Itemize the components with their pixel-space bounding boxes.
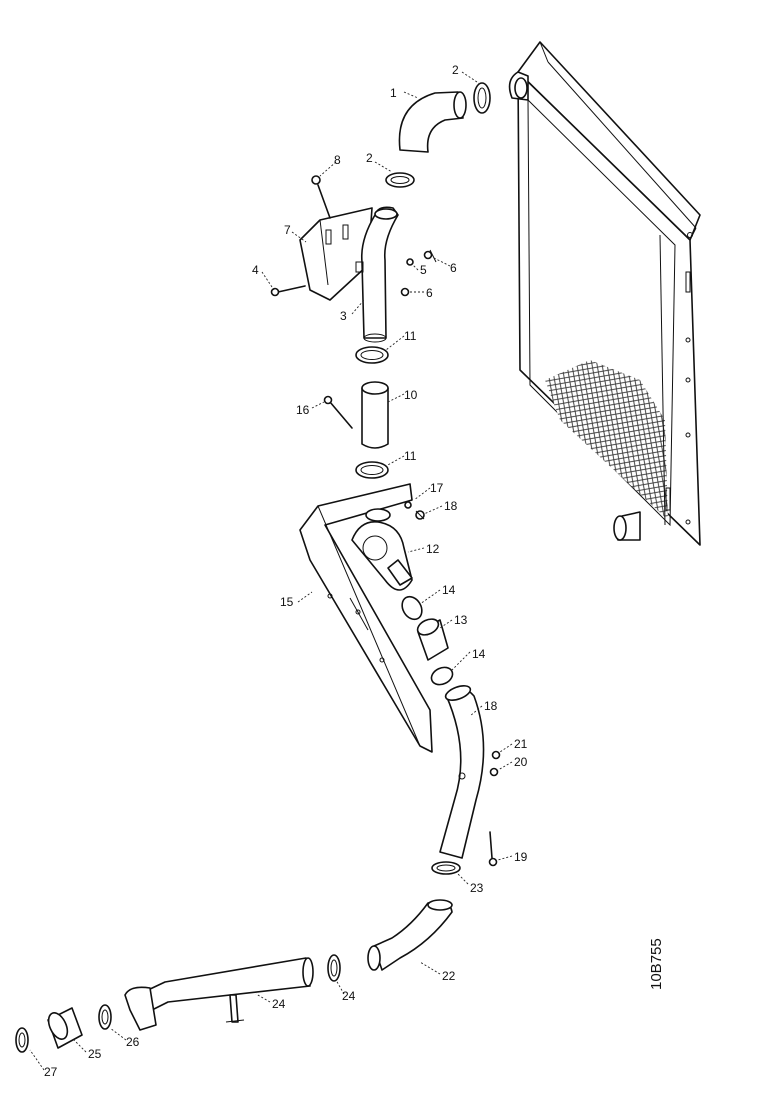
label-20: 19 xyxy=(514,850,528,864)
part-19-curved-hose xyxy=(439,685,485,859)
part-22-bolt xyxy=(491,750,501,760)
label-25: 24 xyxy=(272,997,286,1011)
label-27-left: 27 xyxy=(44,1065,58,1079)
label-17: 17 xyxy=(430,481,444,495)
part-2-clamp-upper-right xyxy=(473,82,491,114)
label-5: 5 xyxy=(420,263,427,277)
part-10-straight-hose xyxy=(361,381,389,449)
label-26: 25 xyxy=(88,1047,102,1061)
label-2-upper: 2 xyxy=(452,63,459,77)
radiator-core xyxy=(508,41,701,546)
part-16-bolt xyxy=(323,395,353,429)
part-4-bolt xyxy=(270,285,306,297)
label-4: 4 xyxy=(252,263,259,277)
part-18-nut xyxy=(415,510,425,520)
label-11-lower: 11 xyxy=(404,449,417,463)
label-11-upper: 11 xyxy=(404,329,417,343)
part-24-clamp-upper xyxy=(431,861,461,875)
leader-lines xyxy=(29,71,513,1071)
part-25-outlet-pipe xyxy=(124,957,314,1031)
part-12-coupling-housing xyxy=(351,508,413,591)
label-3: 3 xyxy=(340,309,347,323)
label-24-upper: 23 xyxy=(470,881,484,895)
label-18-upper: 18 xyxy=(444,499,458,513)
label-16: 16 xyxy=(296,403,310,417)
label-14-lower: 14 xyxy=(472,647,486,661)
part-labels: 1 2 2 3 4 5 6 6 7 8 10 11 11 12 13 14 14… xyxy=(44,63,528,1079)
label-10: 10 xyxy=(404,388,418,402)
part-6-nut-upper xyxy=(423,249,437,263)
label-1: 1 xyxy=(390,86,397,100)
part-17-washer xyxy=(404,501,412,509)
part-21-nut xyxy=(489,767,499,777)
label-22: 21 xyxy=(514,737,528,751)
label-21: 20 xyxy=(514,755,528,769)
label-24-lower: 24 xyxy=(342,989,356,1003)
label-15: 15 xyxy=(280,595,294,609)
part-13-short-hose xyxy=(416,618,449,661)
part-2-clamp-upper-left xyxy=(385,172,415,188)
part-27-clamp-right xyxy=(98,1004,112,1030)
label-13: 13 xyxy=(454,613,468,627)
part-24-clamp-lower xyxy=(327,954,341,982)
part-15-mounting-bracket xyxy=(299,483,433,753)
part-14-clamp-lower xyxy=(430,666,454,686)
label-18-lower: 18 xyxy=(484,699,498,713)
label-6-upper: 6 xyxy=(450,261,457,275)
label-2-lower: 2 xyxy=(366,151,373,165)
label-23: 22 xyxy=(442,969,456,983)
part-11-clamp-upper xyxy=(355,346,389,364)
label-7: 7 xyxy=(284,223,291,237)
part-6-nut-lower xyxy=(400,287,410,297)
label-14-upper: 14 xyxy=(442,583,456,597)
part-20-stud xyxy=(488,831,498,867)
part-11-clamp-lower xyxy=(355,461,389,479)
label-27-right: 26 xyxy=(126,1035,140,1049)
label-8: 8 xyxy=(334,153,341,167)
part-14-clamp-upper xyxy=(401,595,423,621)
part-26-short-hose xyxy=(47,1007,83,1049)
part-3-pipe xyxy=(355,206,399,343)
part-1-upper-hose-elbow xyxy=(398,91,467,153)
label-12: 12 xyxy=(426,542,440,556)
part-8-bolt xyxy=(311,175,331,219)
part-27-clamp-left xyxy=(15,1027,29,1053)
part-5-washer xyxy=(406,258,414,266)
label-6-lower: 6 xyxy=(426,286,433,300)
part-23-lower-hose-elbow xyxy=(367,899,453,971)
document-number: 10B755 xyxy=(648,938,665,990)
